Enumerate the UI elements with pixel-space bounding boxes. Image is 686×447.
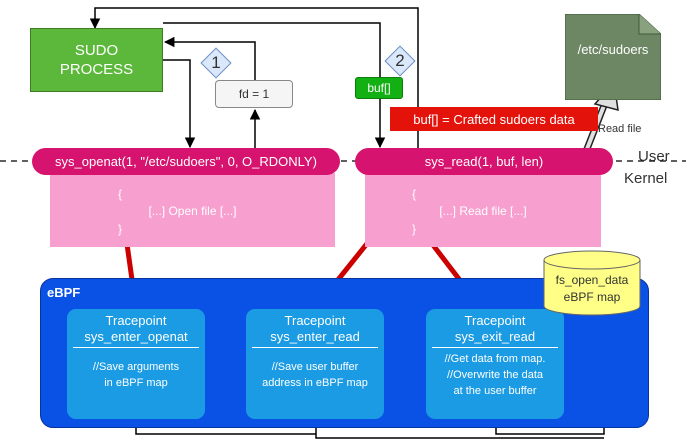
tracepoint-title: Tracepoint <box>105 313 167 328</box>
ebpf-label: eBPF <box>47 285 81 300</box>
ebpf-map-label-2: eBPF map <box>563 290 621 304</box>
openat-open-brace: { <box>118 187 123 201</box>
user-label: User <box>638 148 670 165</box>
sudoers-file-label: /etc/sudoers <box>577 41 649 57</box>
tracepoint-sys-exit-read: Tracepoint sys_exit_read //Get data from… <box>426 309 564 419</box>
sudoers-file: /etc/sudoers <box>564 13 662 101</box>
ebpf-map-label-1: fs_open_data <box>555 273 629 287</box>
buf-tag: buf[] <box>355 77 403 99</box>
sys-openat-call: sys_openat(1, "/etc/sudoers", 0, O_RDONL… <box>32 148 340 175</box>
database-icon <box>543 250 641 316</box>
read-body: { [...] Read file [...] } <box>365 173 601 247</box>
fd-to-sudo-line <box>163 36 256 80</box>
sudo-to-read-line <box>163 22 386 149</box>
return-loop-line <box>89 7 419 150</box>
tracepoint-name: sys_exit_read <box>454 329 536 344</box>
openat-body-text: [...] Open file [...] <box>148 204 237 218</box>
document-icon <box>564 13 662 101</box>
fd-result-box: fd = 1 <box>215 80 293 108</box>
tracepoint-desc-1: //Save arguments <box>92 361 180 373</box>
tracepoint-desc-3: at the user buffer <box>453 385 537 397</box>
tracepoint-name: sys_enter_openat <box>84 329 188 344</box>
tracepoint-desc-2: address in eBPF map <box>262 377 368 389</box>
sudo-to-openat-line <box>163 59 196 149</box>
tracepoint-name: sys_enter_read <box>270 329 360 344</box>
read-open-brace: { <box>412 187 417 201</box>
tracepoint-desc-2: in eBPF map <box>104 377 168 389</box>
tracepoint-desc-2: //Overwrite the data <box>447 369 543 381</box>
tracepoint-desc-1: //Get data from map. <box>444 353 546 365</box>
step-2-number: 2 <box>395 51 405 70</box>
kernel-label: Kernel <box>624 170 668 187</box>
tracepoint-divider <box>252 347 378 348</box>
openat-body: { [...] Open file [...] } <box>50 173 335 247</box>
openat-close-brace: } <box>118 222 123 236</box>
sudo-process-label-2: PROCESS <box>59 61 134 78</box>
tracepoint-title: Tracepoint <box>284 313 346 328</box>
tracepoint-divider <box>432 347 558 348</box>
sudo-process-label-1: SUDO <box>74 42 119 59</box>
ebpf-map-cylinder: fs_open_data eBPF map <box>542 250 642 316</box>
crafted-data-note: buf[] = Crafted sudoers data <box>390 107 598 131</box>
sys-read-call: sys_read(1, buf, len) <box>355 148 613 175</box>
read-body-text: [...] Read file [...] <box>439 204 527 218</box>
tracepoint-title: Tracepoint <box>464 313 526 328</box>
read-close-brace: } <box>412 222 417 236</box>
read-file-label: Read file <box>598 123 642 135</box>
tracepoint-divider <box>73 347 199 348</box>
step-1-number: 1 <box>211 53 221 72</box>
sudo-process-box: SUDO PROCESS <box>30 28 163 92</box>
tracepoint-sys-enter-read: Tracepoint sys_enter_read //Save user bu… <box>246 309 384 419</box>
tracepoint-sys-enter-openat: Tracepoint sys_enter_openat //Save argum… <box>67 309 205 419</box>
tracepoint-desc-1: //Save user buffer <box>271 361 359 373</box>
